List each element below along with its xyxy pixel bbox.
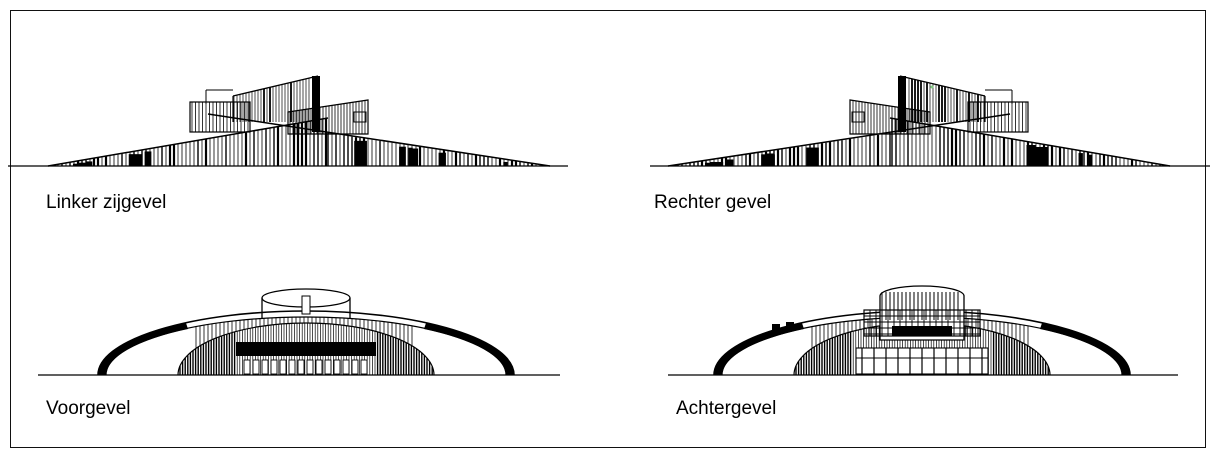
window xyxy=(851,111,865,123)
side-window xyxy=(786,322,794,328)
dark-panel xyxy=(128,154,143,166)
mid-volume xyxy=(849,99,931,135)
rim-left xyxy=(1040,323,1130,375)
elevation-achtergevel xyxy=(668,285,1178,376)
caption-voorgevel: Voorgevel xyxy=(46,398,131,419)
dark-panel xyxy=(1035,147,1049,166)
dark-panel xyxy=(1088,154,1093,166)
dark-panel xyxy=(411,148,419,166)
detail-dot xyxy=(930,85,934,89)
dark-panel xyxy=(503,161,508,166)
entrance-door xyxy=(261,359,269,375)
dark-panel xyxy=(704,162,718,166)
entrance-band xyxy=(236,342,376,356)
entrance-door xyxy=(288,359,296,375)
drawing-frame xyxy=(10,10,1206,448)
tower-block xyxy=(898,76,906,132)
entrance-door xyxy=(315,359,323,375)
caption-achtergevel: Achtergevel xyxy=(676,398,777,419)
dark-panel xyxy=(766,153,775,166)
dark-panel xyxy=(144,151,152,166)
tower-block xyxy=(312,76,320,132)
dark-panel xyxy=(86,161,93,166)
entrance-door xyxy=(270,359,278,375)
entrance-door xyxy=(360,359,368,375)
entrance-door xyxy=(243,359,251,375)
dark-panel xyxy=(408,147,413,166)
entrance-door xyxy=(297,359,305,375)
dark-panel xyxy=(806,147,819,166)
roof-edge xyxy=(889,117,1171,167)
roof-edge xyxy=(667,113,1011,167)
caption-linker-zijgevel: Linker zijgevel xyxy=(46,192,167,213)
dark-panel xyxy=(1026,144,1036,166)
dark-panel xyxy=(399,146,406,166)
rim-left xyxy=(424,323,514,375)
rim-left xyxy=(714,323,804,375)
elevation-linker-zijgevel xyxy=(8,75,568,167)
elevation-rechter-gevel xyxy=(650,75,1210,167)
side-window xyxy=(772,324,780,330)
drum-post xyxy=(301,295,311,315)
entrance-door xyxy=(324,359,332,375)
roof-edge xyxy=(207,113,551,167)
entrance-door xyxy=(279,359,287,375)
dark-panel xyxy=(1078,153,1083,166)
dark-band xyxy=(892,326,952,336)
rim-left xyxy=(98,323,188,375)
entrance-door xyxy=(333,359,341,375)
dark-panel xyxy=(72,163,82,166)
dark-panel xyxy=(354,140,367,166)
dark-panel xyxy=(438,152,446,166)
roof-edge xyxy=(47,117,329,167)
window xyxy=(353,111,367,123)
elevation-voorgevel xyxy=(38,288,560,376)
entrance-door xyxy=(252,359,260,375)
mid-volume xyxy=(287,99,369,135)
roof-slab xyxy=(232,75,319,97)
caption-rechter-gevel: Rechter gevel xyxy=(654,192,772,213)
dark-panel xyxy=(79,162,89,166)
entrance-door xyxy=(342,359,350,375)
dark-panel xyxy=(726,159,734,166)
entrance-door xyxy=(351,359,359,375)
entrance-door xyxy=(306,359,314,375)
